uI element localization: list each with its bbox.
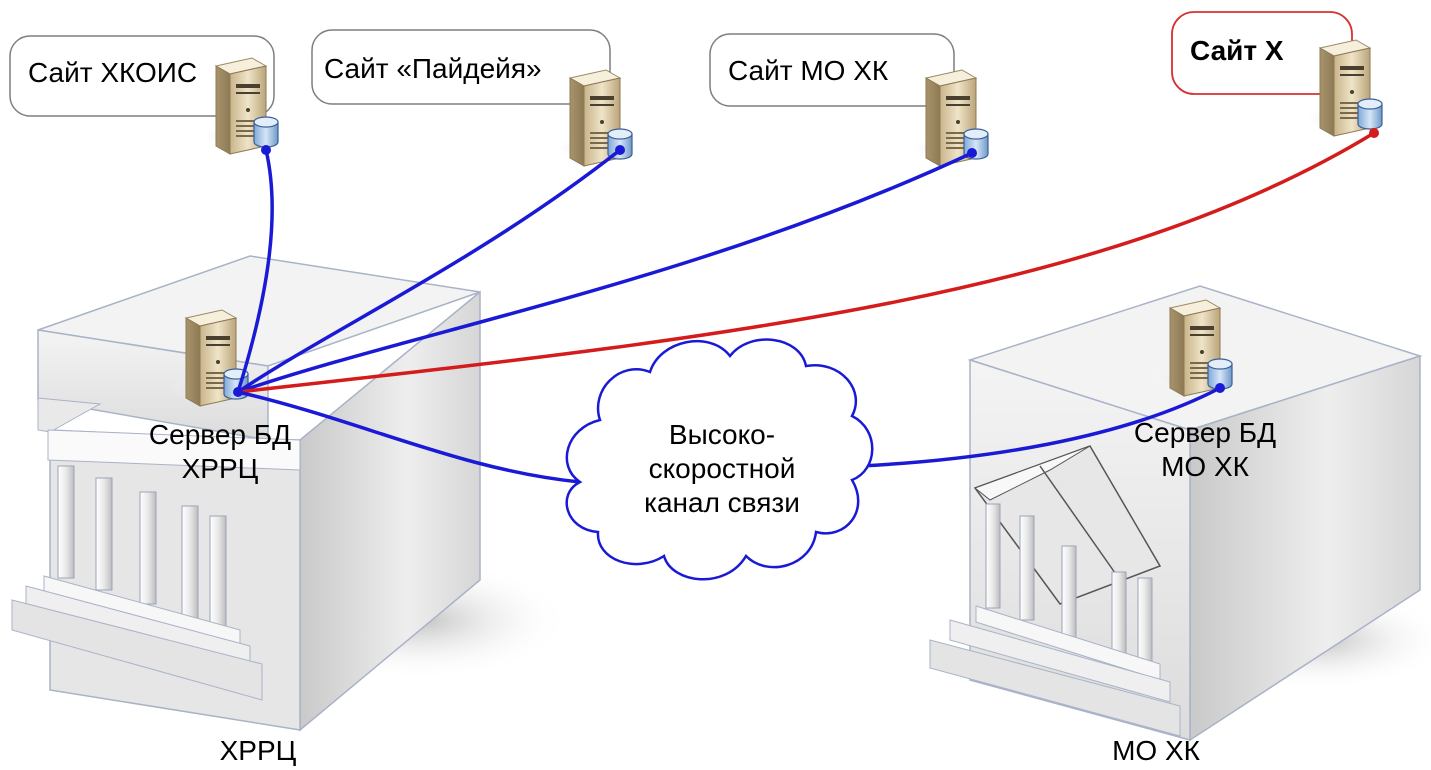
site-label: Сайт Х (1190, 35, 1284, 66)
cloud-line-2: скоростной (649, 453, 796, 484)
link-endpoint (615, 145, 625, 155)
connections (236, 131, 1375, 484)
link-mo-hk-site (237, 151, 973, 394)
cloud-line-3: канал связи (644, 487, 800, 518)
server-hrrc-line-2: ХРРЦ (182, 453, 259, 484)
server-mo-hk-line-2: МО ХК (1161, 451, 1250, 482)
site-paideia: Сайт «Пайдейя» (311, 29, 611, 105)
link-endpoint (967, 148, 977, 158)
cloud-line-1: Высоко- (669, 419, 775, 450)
link-khkois (236, 149, 274, 393)
site-label: Сайт ХКОИС (28, 57, 197, 88)
link-endpoint (261, 145, 271, 155)
link-endpoint (1215, 383, 1225, 393)
link-site-x (237, 131, 1375, 394)
link-hrrc-cloud (237, 390, 581, 484)
link-paideia (237, 148, 622, 394)
building-mo-hk (929, 285, 1431, 742)
server-mo-hk-line-1: Сервер БД (1134, 417, 1276, 448)
building-hrrc (11, 255, 570, 732)
site-label: Сайт «Пайдейя» (324, 53, 542, 84)
building-label-mo-hk: МО ХК (1112, 735, 1201, 766)
site-mo-hk: Сайт МО ХК (709, 33, 955, 107)
link-endpoint (1369, 128, 1379, 138)
building-label-hrrc: ХРРЦ (220, 735, 297, 766)
site-label: Сайт МО ХК (728, 55, 889, 86)
cloud-shape (565, 338, 874, 581)
link-endpoint (233, 387, 243, 397)
server-hrrc-line-1: Сервер БД (149, 419, 291, 450)
link-cloud-mo-hk (859, 386, 1221, 468)
site-x: Сайт Х (1171, 11, 1353, 95)
cloud-channel: Высоко- скоростной канал связи (565, 338, 874, 581)
